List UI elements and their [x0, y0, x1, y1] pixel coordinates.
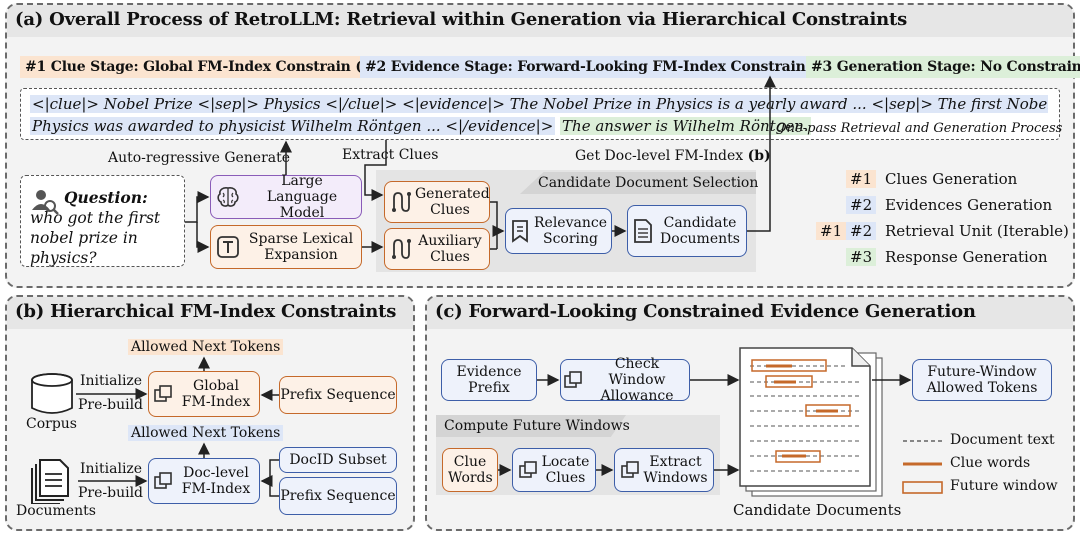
- question-box: [20, 175, 185, 267]
- compute-future-title: Compute Future Windows: [444, 418, 630, 434]
- llm-box: Large Language Model: [210, 173, 362, 221]
- initialize-label-2: Initialize: [80, 461, 143, 477]
- sequence-line-2-answer: The answer is Wilhelm Röntgen.: [560, 117, 811, 135]
- legend-a-tag: #3: [846, 248, 877, 266]
- one-pass-label: One-pass Retrieval and Generation Proces…: [776, 121, 1063, 136]
- bookmark-icon: [511, 220, 528, 243]
- panel-b-title: (b) Hierarchical FM-Index Constraints: [15, 301, 397, 322]
- documents-label: Documents: [16, 503, 96, 519]
- candidate-selection-title: Candidate Document Selection: [538, 175, 759, 191]
- question-label: Question:: [64, 188, 148, 207]
- get-doc-index-label: Get Doc-level FM-Index (b): [575, 148, 771, 164]
- auxiliary-clues-label: Auxiliary Clues: [418, 233, 482, 265]
- text-icon: [217, 236, 239, 258]
- corpus-label: Corpus: [26, 416, 77, 432]
- candidate-selection-title-bg: [520, 172, 756, 194]
- legend-a-text: Clues Generation: [885, 170, 1018, 188]
- get-doc-index-ref: (b): [747, 148, 771, 164]
- auxiliary-clues-box: Auxiliary Clues: [384, 228, 490, 270]
- future-window-allowed-box: Future-Window Allowed Tokens: [912, 359, 1052, 401]
- clue-words-box: Clue Words: [442, 448, 498, 492]
- panel-forward-looking: (c) Forward-Looking Constrained Evidence…: [425, 295, 1075, 531]
- extract-windows-box: Extract Windows: [614, 448, 714, 492]
- panel-a-title-bar: [7, 5, 1073, 37]
- stage-1-label: #1 Clue Stage: Global FM-Index Constrain…: [20, 56, 383, 78]
- get-doc-index-text: Get Doc-level FM-Index: [575, 148, 744, 164]
- legend-a-text: Evidences Generation: [885, 196, 1053, 214]
- prebuild-label-1: Pre-build: [78, 397, 144, 413]
- check-window-label: Check Window Allowance: [600, 356, 674, 404]
- brain-icon: [217, 187, 239, 207]
- panel-c-title: (c) Forward-Looking Constrained Evidence…: [435, 301, 976, 322]
- future-window-allowed-label: Future-Window Allowed Tokens: [926, 364, 1038, 396]
- docid-subset-label: DocID Subset: [289, 452, 387, 468]
- question-text: Question: who got the first nobel prize …: [30, 188, 180, 268]
- document-icon: [634, 219, 652, 243]
- legend-a-tag: #1: [816, 222, 847, 240]
- legend-a-text: Response Generation: [885, 248, 1048, 266]
- auto-regressive-label: Auto-regressive Generate: [108, 150, 291, 166]
- sequence-line-1-text: <|clue|> Nobel Prize <|sep|> Physics <|/…: [32, 95, 1048, 113]
- docid-subset-box: DocID Subset: [279, 447, 397, 473]
- relevance-label: Relevance Scoring: [534, 215, 607, 247]
- clue-path-icon: [392, 239, 411, 259]
- initialize-label-1: Initialize: [80, 373, 143, 389]
- panel-c-title-bar: [427, 297, 1073, 329]
- legend-a-text: Retrieval Unit (Iterable): [885, 222, 1069, 240]
- clue-path-icon: [392, 192, 411, 212]
- generated-clues-label: Generated Clues: [415, 186, 490, 218]
- evidence-prefix-box: Evidence Prefix: [441, 359, 537, 401]
- locate-clues-box: Locate Clues: [512, 448, 596, 492]
- clue-words-label: Clue Words: [448, 454, 493, 486]
- relevance-box: Relevance Scoring: [505, 208, 612, 254]
- question-body: who got the first nobel prize in physics…: [30, 209, 161, 267]
- candidate-docs-label: Candidate Documents: [660, 215, 740, 247]
- copy-icon: [564, 371, 582, 388]
- extract-windows-label: Extract Windows: [643, 454, 708, 486]
- legend-future-window: Future window: [950, 478, 1058, 494]
- legend-clue-words: Clue words: [950, 455, 1031, 471]
- sequence-line-2: Physics was awarded to physicist Wilhelm…: [30, 117, 811, 135]
- llm-label: Large Language Model: [266, 173, 338, 221]
- doc-level-fm-index-box: Doc-level FM-Index: [148, 458, 260, 504]
- global-fm-index-label: Global FM-Index: [181, 378, 251, 410]
- doc-level-fm-index-label: Doc-level FM-Index: [181, 465, 251, 497]
- allowed-next-tokens-2: Allowed Next Tokens: [128, 425, 284, 441]
- sparse-label: Sparse Lexical Expansion: [248, 231, 354, 263]
- locate-clues-label: Locate Clues: [541, 454, 590, 486]
- legend-document-text: Document text: [950, 432, 1055, 448]
- stage-2-label: #2 Evidence Stage: Forward-Looking FM-In…: [360, 56, 837, 78]
- compute-future-title-bg: [436, 415, 626, 437]
- copy-icon: [154, 385, 172, 402]
- legend-a-tag-2: #2: [846, 222, 877, 240]
- copy-icon: [518, 461, 537, 478]
- allowed-next-tokens-1: Allowed Next Tokens: [128, 339, 284, 355]
- sparse-box: Sparse Lexical Expansion: [210, 225, 362, 269]
- generated-clues-box: Generated Clues: [384, 181, 490, 223]
- candidate-documents-label: Candidate Documents: [733, 501, 902, 519]
- panel-b-title-bar: [7, 297, 413, 329]
- prefix-sequence-label-2: Prefix Sequence: [280, 488, 396, 504]
- candidate-docs-box: Candidate Documents: [627, 205, 747, 257]
- stage-3-label: #3 Generation Stage: No Constrain: [806, 56, 1080, 78]
- copy-icon: [620, 461, 639, 478]
- prefix-sequence-label-1: Prefix Sequence: [280, 387, 396, 403]
- legend-a-tag: #1: [846, 170, 877, 188]
- sequence-line-2-evidence: Physics was awarded to physicist Wilhelm…: [30, 117, 556, 135]
- check-window-box: Check Window Allowance: [560, 356, 690, 404]
- prebuild-label-2: Pre-build: [78, 485, 144, 501]
- panel-a-title: (a) Overall Process of RetroLLM: Retriev…: [15, 9, 908, 30]
- evidence-prefix-label: Evidence Prefix: [456, 364, 522, 396]
- prefix-sequence-box-2: Prefix Sequence: [279, 477, 397, 515]
- copy-icon: [154, 472, 172, 489]
- legend-a-tag: #2: [846, 196, 877, 214]
- sequence-line-1: <|clue|> Nobel Prize <|sep|> Physics <|/…: [30, 95, 1048, 113]
- global-fm-index-box: Global FM-Index: [148, 371, 260, 417]
- extract-clues-label: Extract Clues: [342, 147, 439, 163]
- prefix-sequence-box-1: Prefix Sequence: [279, 376, 397, 414]
